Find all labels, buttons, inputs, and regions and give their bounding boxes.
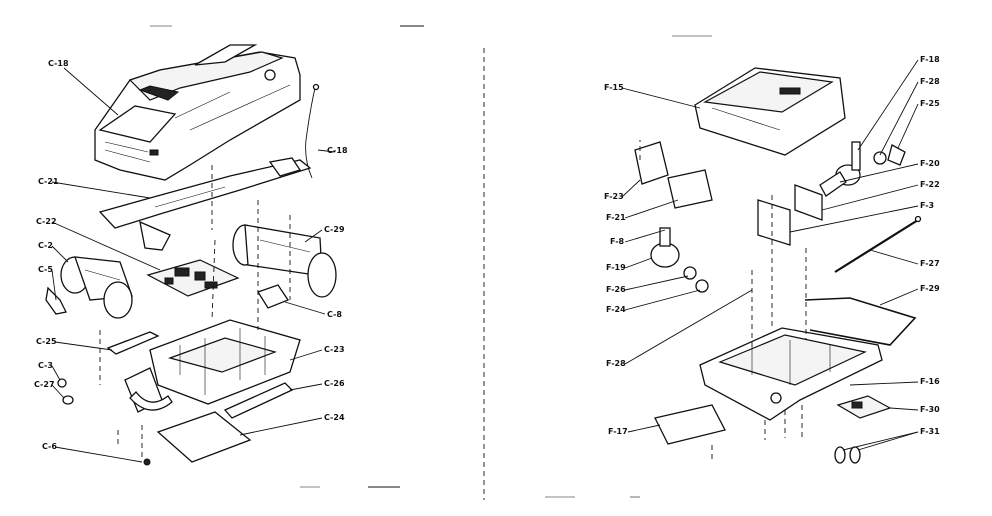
- part-labels-right: F-15 F-18 F-28 F-25 F-23 F-21 F-8 F-20 F…: [604, 55, 940, 436]
- small-board: [836, 395, 892, 419]
- long-shaft: [834, 215, 922, 273]
- clip-part: [45, 286, 67, 315]
- label-c26: C-26: [324, 379, 345, 388]
- label-c23: C-23: [324, 345, 345, 354]
- label-f28-top: F-28: [920, 77, 940, 86]
- label-c24: C-24: [324, 413, 345, 422]
- page-gutter: [150, 25, 712, 500]
- gears: [834, 446, 861, 464]
- label-f28-bottom: F-28: [606, 359, 626, 368]
- label-f31: F-31: [920, 427, 940, 436]
- small-parts: [57, 378, 151, 466]
- gear-assembly: [819, 141, 906, 197]
- lever: [106, 331, 160, 355]
- label-f16: F-16: [920, 377, 940, 386]
- assembly-lines-right: [639, 140, 807, 462]
- label-f24: F-24: [606, 305, 626, 314]
- circuit-board: [146, 259, 240, 297]
- base-chassis: [699, 327, 883, 421]
- left-exploded-view: C-18 C-18 C-21 C-22 C-2 C-5 C-29 C-8 C-2…: [34, 44, 348, 466]
- assembly-lines: [99, 165, 291, 458]
- label-f20: F-20: [920, 159, 940, 168]
- label-c6: C-6: [42, 442, 57, 451]
- leader-lines-right: [621, 59, 919, 451]
- bottom-plate: [156, 411, 252, 463]
- label-f17: F-17: [608, 427, 628, 436]
- label-c5: C-5: [38, 265, 53, 274]
- label-f23: F-23: [604, 192, 624, 201]
- label-f3: F-3: [920, 201, 934, 210]
- bottom-cover: [654, 404, 726, 445]
- label-c8: C-8: [327, 310, 342, 319]
- label-c22: C-22: [36, 217, 57, 226]
- label-c21: C-21: [38, 177, 59, 186]
- motor-left: [60, 256, 133, 319]
- label-c27: C-27: [34, 380, 55, 389]
- label-f30: F-30: [920, 405, 940, 414]
- van-body: [94, 44, 301, 181]
- label-f29: F-29: [920, 284, 940, 293]
- label-f27: F-27: [920, 259, 940, 268]
- label-c25: C-25: [36, 337, 57, 346]
- label-f15: F-15: [604, 83, 624, 92]
- label-f18: F-18: [920, 55, 940, 64]
- label-f8: F-8: [610, 237, 625, 246]
- label-f25: F-25: [920, 99, 940, 108]
- part-labels-left: C-18 C-18 C-21 C-22 C-2 C-5 C-29 C-8 C-2…: [34, 59, 348, 451]
- chassis-bar: [98, 157, 312, 251]
- top-cover: [694, 67, 846, 156]
- label-f26: F-26: [606, 285, 626, 294]
- leader-lines-left: [51, 67, 336, 463]
- label-c18-antenna: C-18: [327, 146, 348, 155]
- antenna: [305, 83, 320, 179]
- label-f22: F-22: [920, 180, 940, 189]
- right-exploded-view: F-15 F-18 F-28 F-25 F-23 F-21 F-8 F-20 F…: [604, 55, 940, 464]
- chassis-frame: [124, 319, 301, 413]
- motor-right: [232, 224, 337, 298]
- label-c2: C-2: [38, 241, 53, 250]
- label-c3: C-3: [38, 361, 53, 370]
- bracket: [257, 284, 289, 309]
- label-c18-body: C-18: [48, 59, 69, 68]
- bracket-upper: [634, 141, 713, 209]
- label-c29: C-29: [324, 225, 345, 234]
- mounting-bracket: [757, 184, 823, 246]
- wire-frame: [804, 297, 917, 346]
- label-f19: F-19: [606, 263, 626, 272]
- label-f21: F-21: [606, 213, 626, 222]
